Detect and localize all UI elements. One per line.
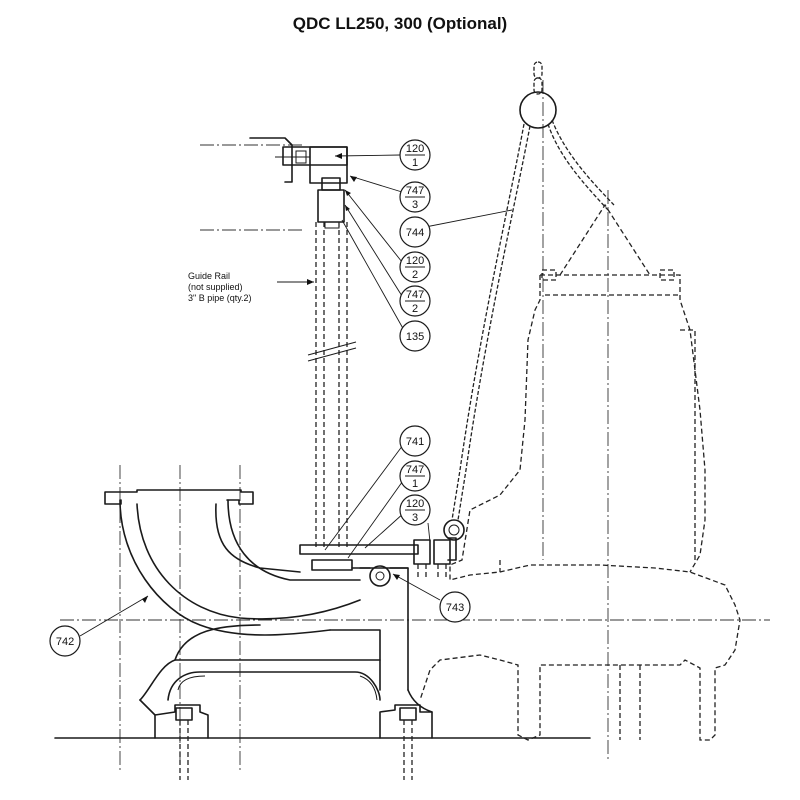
callout-747-1: 747 1 — [399, 460, 431, 492]
guide-rails — [307, 222, 357, 548]
callout-747-3-top: 747 — [406, 185, 424, 197]
callout-120-2-bottom: 2 — [412, 269, 418, 281]
upper-bracket — [249, 137, 348, 229]
guide-rail-note-line-2: (not supplied) — [188, 282, 243, 292]
callout-120-3: 120 3 — [399, 494, 431, 526]
leader-lines — [79, 153, 513, 637]
callout-135: 135 — [399, 320, 431, 352]
callout-743: 743 — [439, 591, 471, 623]
callout-742-label: 742 — [56, 636, 74, 648]
callout-120-2-top: 120 — [406, 255, 424, 267]
lifting-chain — [443, 61, 615, 541]
callout-747-1-top: 747 — [406, 464, 424, 476]
callout-744-label: 744 — [406, 227, 424, 239]
callout-747-3: 747 3 — [399, 181, 431, 213]
guide-rail-note: Guide Rail (not supplied) 3" B pipe (qty… — [188, 271, 314, 303]
callout-120-1-bottom: 1 — [412, 157, 418, 169]
anchor-bolts — [175, 707, 417, 780]
callout-120-1-top: 120 — [406, 143, 424, 155]
callout-135-label: 135 — [406, 331, 424, 343]
callout-120-1: 120 1 — [399, 139, 431, 171]
drawing-title: QDC LL250, 300 (Optional) — [292, 14, 508, 33]
center-lines — [60, 80, 770, 770]
callout-747-3-bottom: 3 — [412, 199, 418, 211]
callout-747-2-top: 747 — [406, 289, 424, 301]
callout-120-3-top: 120 — [406, 498, 424, 510]
callout-747-2-bottom: 2 — [412, 303, 418, 315]
guide-rail-note-line-1: Guide Rail — [188, 271, 230, 281]
callout-120-2: 120 2 — [399, 251, 431, 283]
callout-120-3-bottom: 3 — [412, 512, 418, 524]
callout-744: 744 — [399, 216, 431, 248]
callout-743-label: 743 — [446, 602, 464, 614]
callout-741: 741 — [399, 425, 431, 457]
callout-747-2: 747 2 — [399, 285, 431, 317]
lower-guide-bracket — [299, 537, 457, 587]
discharge-base — [104, 489, 433, 739]
pump-outline — [419, 203, 741, 741]
callout-742: 742 — [49, 625, 81, 657]
callout-747-1-bottom: 1 — [412, 478, 418, 490]
guide-rail-note-line-3: 3" B pipe (qty.2) — [188, 293, 252, 303]
callout-741-label: 741 — [406, 436, 424, 448]
